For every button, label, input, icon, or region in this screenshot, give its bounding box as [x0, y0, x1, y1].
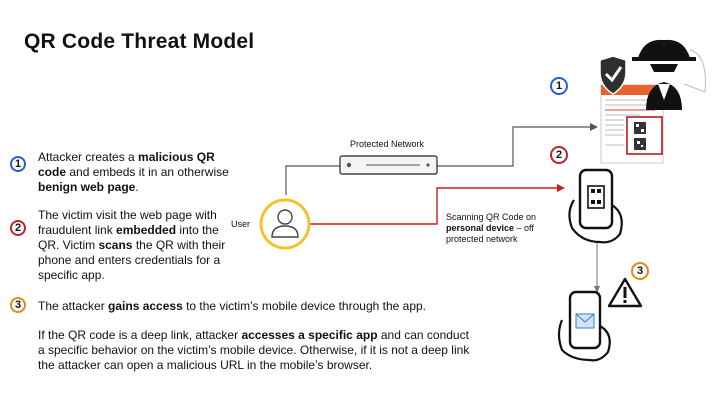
body-text: the QR with their phone and enters crede… — [38, 238, 226, 282]
diagram-badge-1: 1 — [550, 77, 568, 95]
body-text: and can conduct a specific behavior on t… — [38, 328, 470, 372]
emphasis-text: accesses a specific app — [241, 328, 378, 342]
step-3-badge: 3 — [10, 297, 26, 313]
network-path — [285, 165, 340, 195]
warning-icon — [607, 277, 643, 308]
body-text: If the QR code is a deep link, attacker — [38, 328, 242, 342]
emphasis-text: personal device — [446, 223, 515, 233]
wifi-off-network-path — [308, 187, 558, 225]
body-text: . — [135, 180, 139, 194]
body-text: to the victim’s mobile device through th… — [182, 299, 426, 313]
diagram-badge-2: 2 — [550, 146, 568, 164]
step-1-badge: 1 — [10, 156, 26, 172]
server-icon — [339, 155, 438, 175]
page-title: QR Code Threat Model — [24, 30, 255, 53]
step-2-badge: 2 — [10, 220, 26, 236]
deep-link-note: If the QR code is a deep link, attacker … — [38, 328, 478, 373]
shield-check-icon — [599, 55, 627, 95]
scan-note: Scanning QR Code on personal device – of… — [446, 212, 546, 245]
user-label: User — [231, 219, 251, 229]
network-arrowhead — [590, 123, 598, 131]
body-text: and embeds it in an otherwise — [66, 165, 229, 179]
body-text: – off protected network — [446, 223, 534, 244]
emphasis-text: scans — [98, 238, 133, 252]
wifi-arrowhead — [557, 184, 565, 192]
malicious-webpage-icon — [600, 84, 664, 164]
user-icon — [259, 198, 311, 250]
attacker-spy-icon — [632, 39, 706, 110]
body-text: The victim visit the web page with fraud… — [38, 208, 217, 237]
step-3-text: The attacker gains access to the victim’… — [38, 299, 518, 314]
emphasis-text: embedded — [116, 223, 177, 237]
emphasis-text: benign web page — [38, 180, 136, 194]
body-text: Scanning QR Code on — [446, 212, 537, 222]
step-2-text: The victim visit the web page with fraud… — [38, 208, 228, 283]
network-path-upper — [437, 126, 590, 167]
body-text: Attacker creates a — [38, 150, 139, 164]
emphasis-text: malicious QR code — [38, 150, 215, 179]
body-text: The attacker — [38, 299, 109, 313]
step-1-text: Attacker creates a malicious QR code and… — [38, 150, 238, 195]
emphasis-text: gains access — [108, 299, 183, 313]
body-text: into the QR. Victim — [38, 223, 219, 252]
victim-phone-scanning-icon — [568, 168, 623, 244]
diagram-badge-3: 3 — [631, 262, 649, 280]
victim-phone-compromised-icon — [557, 290, 611, 362]
phone-link-arrowhead — [594, 286, 600, 293]
protected-network-label: Protected Network — [350, 139, 425, 149]
